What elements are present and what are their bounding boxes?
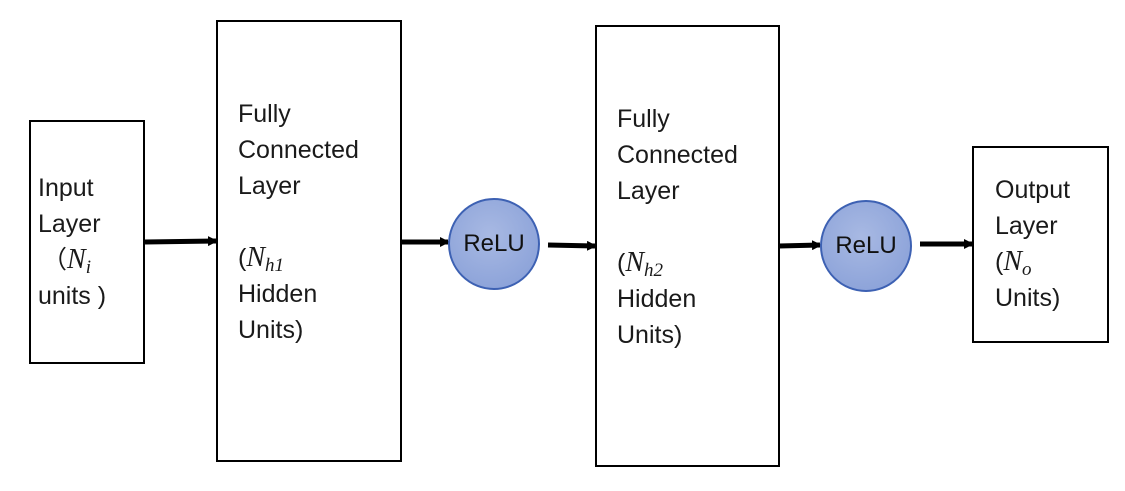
input-layer-line4: units ) xyxy=(38,282,107,310)
fc2-line6: Units) xyxy=(617,321,683,349)
arrow-relu1-to-fc2 xyxy=(547,240,597,251)
fc1-line5: Hidden xyxy=(238,280,318,308)
output-layer-label: Output Layer (No Units) xyxy=(995,172,1070,316)
fc2-line5: Hidden xyxy=(617,285,697,313)
arrow-fc2-to-relu2 xyxy=(778,240,822,251)
fc1-line1: Fully xyxy=(238,100,291,128)
input-layer-box xyxy=(29,120,145,364)
arrow-input-to-fc1 xyxy=(144,236,218,247)
input-layer-units-symbol: （Ni xyxy=(42,244,91,278)
fc2-line3: Layer xyxy=(617,177,680,205)
fc1-line6: Units) xyxy=(238,316,304,344)
input-layer-line1: Input xyxy=(38,174,94,202)
fc-layer-1-label: Fully Connected Layer (Nh1 Hidden Units) xyxy=(238,96,359,348)
fc2-line2: Connected xyxy=(617,141,738,169)
fc2-units-symbol: (Nh2 xyxy=(617,247,664,281)
relu-2-node: ReLU xyxy=(820,200,912,292)
fc-layer-1-box xyxy=(216,20,402,462)
relu-1-label: ReLU xyxy=(463,230,525,257)
output-units-symbol: (No xyxy=(995,246,1032,280)
relu-2-label: ReLU xyxy=(835,232,897,259)
fc1-units-symbol: (Nh1 xyxy=(238,242,285,276)
output-line2: Layer xyxy=(995,212,1058,240)
fc1-line3: Layer xyxy=(238,172,301,200)
fc2-line1: Fully xyxy=(617,105,670,133)
relu-1-node: ReLU xyxy=(448,198,540,290)
fc1-line2: Connected xyxy=(238,136,359,164)
input-layer-line2: Layer xyxy=(38,210,101,238)
output-line4: Units) xyxy=(995,284,1061,312)
fc-layer-2-box xyxy=(595,25,780,467)
fc-layer-2-label: Fully Connected Layer (Nh2 Hidden Units) xyxy=(617,101,738,353)
output-line1: Output xyxy=(995,176,1071,204)
input-layer-label: Input Layer （Ni units ) xyxy=(38,170,106,314)
output-layer-box xyxy=(972,146,1109,343)
